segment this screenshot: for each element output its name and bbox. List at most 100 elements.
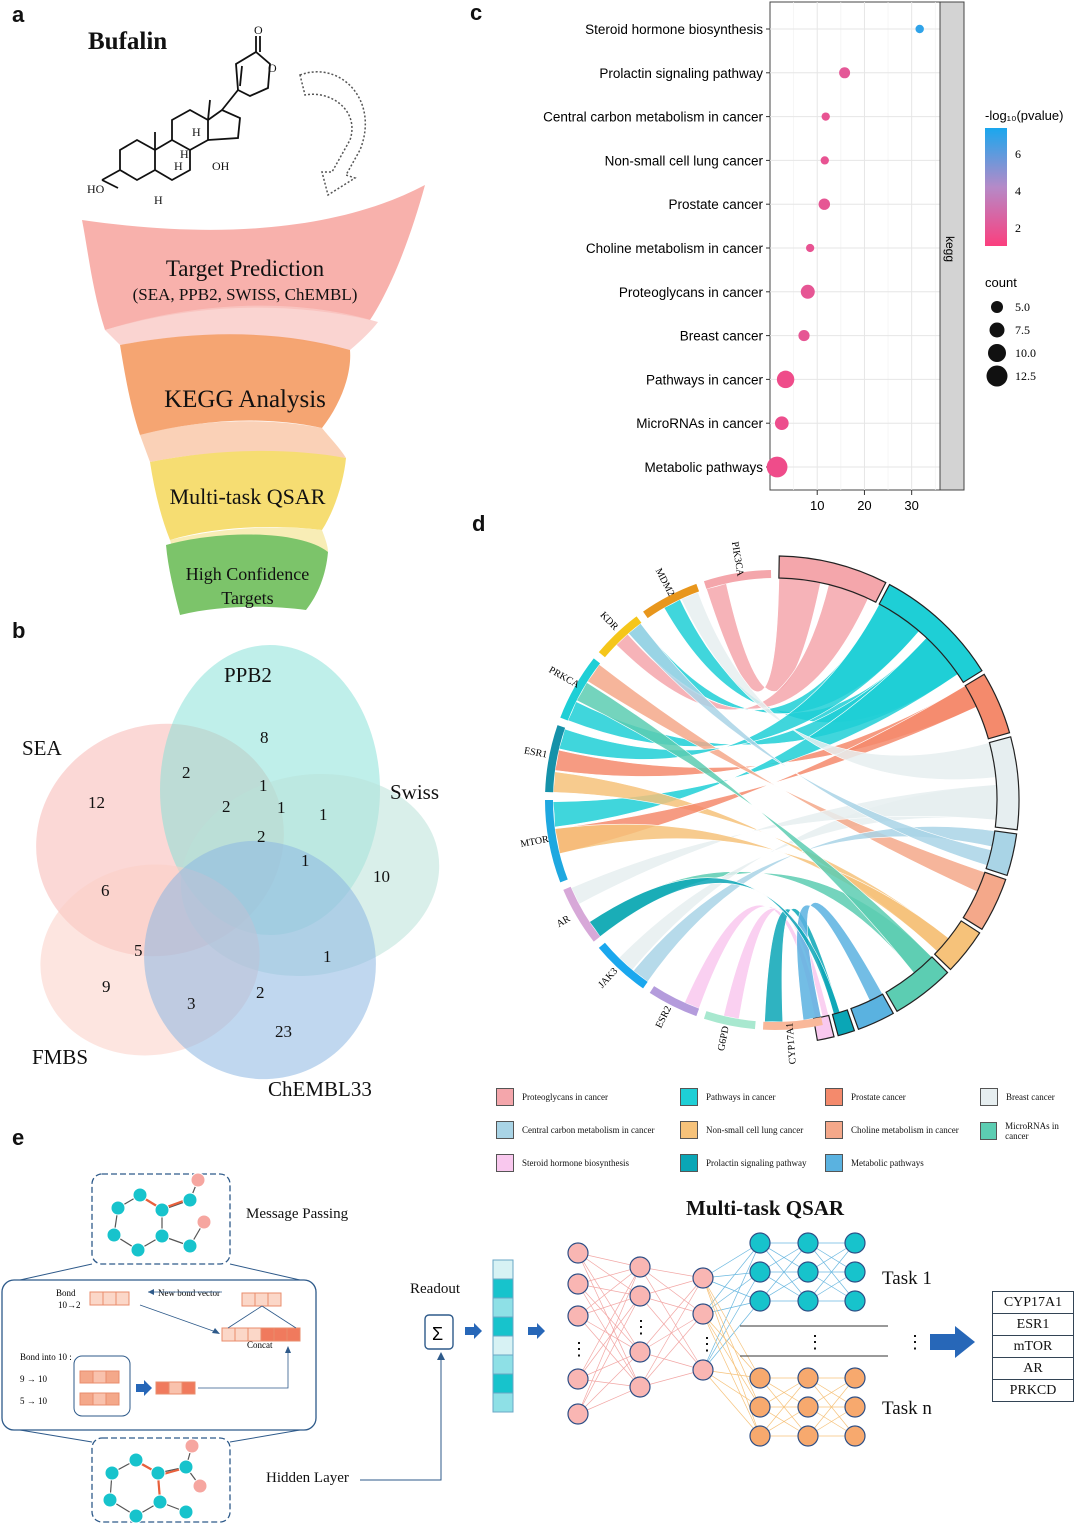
gene-label: PRKCA	[547, 665, 582, 691]
pathway-arc	[988, 736, 1020, 831]
graph-node	[130, 1242, 146, 1258]
venn-count: 1	[323, 947, 332, 966]
legend-label: Pathways in cancer	[706, 1092, 776, 1102]
venn-count: 1	[319, 805, 328, 824]
venn-count: 5	[134, 941, 143, 960]
chord-legend-item: Prolactin signaling pathway	[680, 1154, 806, 1172]
chord-legend-item: Non-small cell lung cancer	[680, 1121, 803, 1139]
panel-a-letter: a	[12, 2, 25, 27]
pathway-arc	[850, 993, 895, 1031]
venn-count: 9	[102, 977, 111, 996]
gene-arc	[703, 570, 772, 589]
target-item: PRKCD	[1009, 1383, 1057, 1398]
ellipsis-dots: ⋮	[570, 1339, 588, 1359]
gene-arc	[762, 1017, 823, 1030]
legend-label: Proteoglycans in cancer	[522, 1092, 608, 1102]
panel-e-letter: e	[12, 1125, 25, 1150]
panel-c-letter: c	[470, 0, 483, 25]
nn-neuron	[797, 1290, 819, 1312]
nn-neuron	[567, 1305, 589, 1327]
vector-cell	[115, 1291, 130, 1306]
nn-neuron	[567, 1273, 589, 1295]
y-tick-label: Prostate cancer	[668, 197, 763, 212]
y-tick-label: Breast cancer	[680, 329, 764, 344]
venn-count: 1	[259, 776, 268, 795]
stage-2-label: KEGG Analysis	[164, 386, 326, 413]
predicted-targets-list: CYP17A1 ESR1 mTOR AR PRKCD	[992, 1291, 1074, 1402]
venn-label-sea: SEA	[22, 736, 63, 760]
nn-neuron	[567, 1368, 589, 1390]
x-tick-label: 30	[904, 498, 918, 513]
gene-arc	[563, 886, 601, 942]
graph-node	[150, 1465, 166, 1481]
data-point	[839, 67, 851, 79]
stage-3-label: Multi-task QSAR	[169, 484, 326, 509]
venn-label-fmbs: FMBS	[32, 1045, 88, 1069]
gene-arc	[545, 725, 566, 793]
pathway-arc	[831, 1009, 856, 1037]
graph-node	[154, 1228, 170, 1244]
plot-panel	[769, 1, 941, 491]
legend-swatch	[680, 1121, 698, 1139]
size-legend-dot	[986, 365, 1008, 387]
panel-d-letter: d	[472, 511, 486, 536]
nn-neuron	[844, 1232, 866, 1254]
legend-label: MicroRNAs in cancer	[1005, 1121, 1059, 1141]
data-point	[800, 284, 815, 299]
funnel-stage-1-shape	[82, 185, 425, 330]
data-point	[798, 330, 810, 342]
color-legend-bar	[985, 128, 1007, 246]
nn-neuron	[797, 1232, 819, 1254]
pathway-arc	[933, 920, 981, 971]
atom-oh: OH	[212, 159, 230, 173]
bufalin-structure: O O HO OH H H H H	[87, 23, 366, 207]
legend-swatch	[825, 1088, 843, 1106]
x-tick-label: 10	[810, 498, 824, 513]
nn-neuron	[692, 1267, 714, 1289]
new-bond-vector-label: New bond vector	[158, 1288, 220, 1298]
legend-swatch	[496, 1121, 514, 1139]
size-tick: 7.5	[1015, 323, 1030, 337]
gene-arc	[703, 1011, 756, 1030]
task-1-label: Task 1	[882, 1268, 932, 1289]
chord-legend-item: Metabolic pathways	[825, 1154, 924, 1172]
gene-arc	[598, 942, 648, 989]
y-tick-label: Pathways in cancer	[646, 372, 764, 387]
gene-label: PIK3CA	[729, 541, 746, 578]
pathway-arc	[962, 871, 1007, 931]
size-tick: 5.0	[1015, 300, 1030, 314]
panel-a: Bufalin O O HO OH H	[0, 0, 460, 615]
compound-title: Bufalin	[88, 28, 168, 55]
nn-neuron	[844, 1290, 866, 1312]
venn-count: 2	[182, 763, 191, 782]
bond-in-1-label: 9 → 10	[20, 1374, 48, 1384]
chord-legend-item: Pathways in cancer	[680, 1088, 775, 1106]
gene-arc	[598, 616, 642, 658]
venn-count: 3	[187, 994, 196, 1013]
legend-label: Prolactin signaling pathway	[706, 1158, 807, 1168]
graph-node	[104, 1465, 120, 1481]
ellipsis-dots: ⋮	[632, 1317, 650, 1337]
graph-node	[184, 1438, 200, 1454]
vector-cell	[286, 1327, 301, 1342]
funnel-diagram	[82, 185, 425, 615]
color-tick: 2	[1015, 221, 1021, 235]
arrow-icon	[139, 1304, 217, 1333]
target-item: CYP17A1	[993, 1292, 1073, 1314]
gene-label: KDR	[598, 610, 621, 633]
graph-node	[106, 1227, 122, 1243]
gene-arc	[649, 986, 700, 1017]
hidden-graph-box	[91, 1437, 231, 1523]
nn-neuron	[844, 1261, 866, 1283]
arrow-icon	[528, 1323, 545, 1339]
color-legend-title: -log₁₀(pvalue)	[985, 108, 1063, 123]
nn-neuron	[797, 1425, 819, 1447]
graph-node	[102, 1492, 118, 1508]
venn-count: 8	[260, 728, 269, 747]
nn-neuron	[629, 1376, 651, 1398]
atom-h2: H	[174, 159, 183, 173]
graph-node	[196, 1214, 212, 1230]
pathway-arc	[885, 956, 949, 1013]
atom-h3: H	[154, 193, 163, 207]
